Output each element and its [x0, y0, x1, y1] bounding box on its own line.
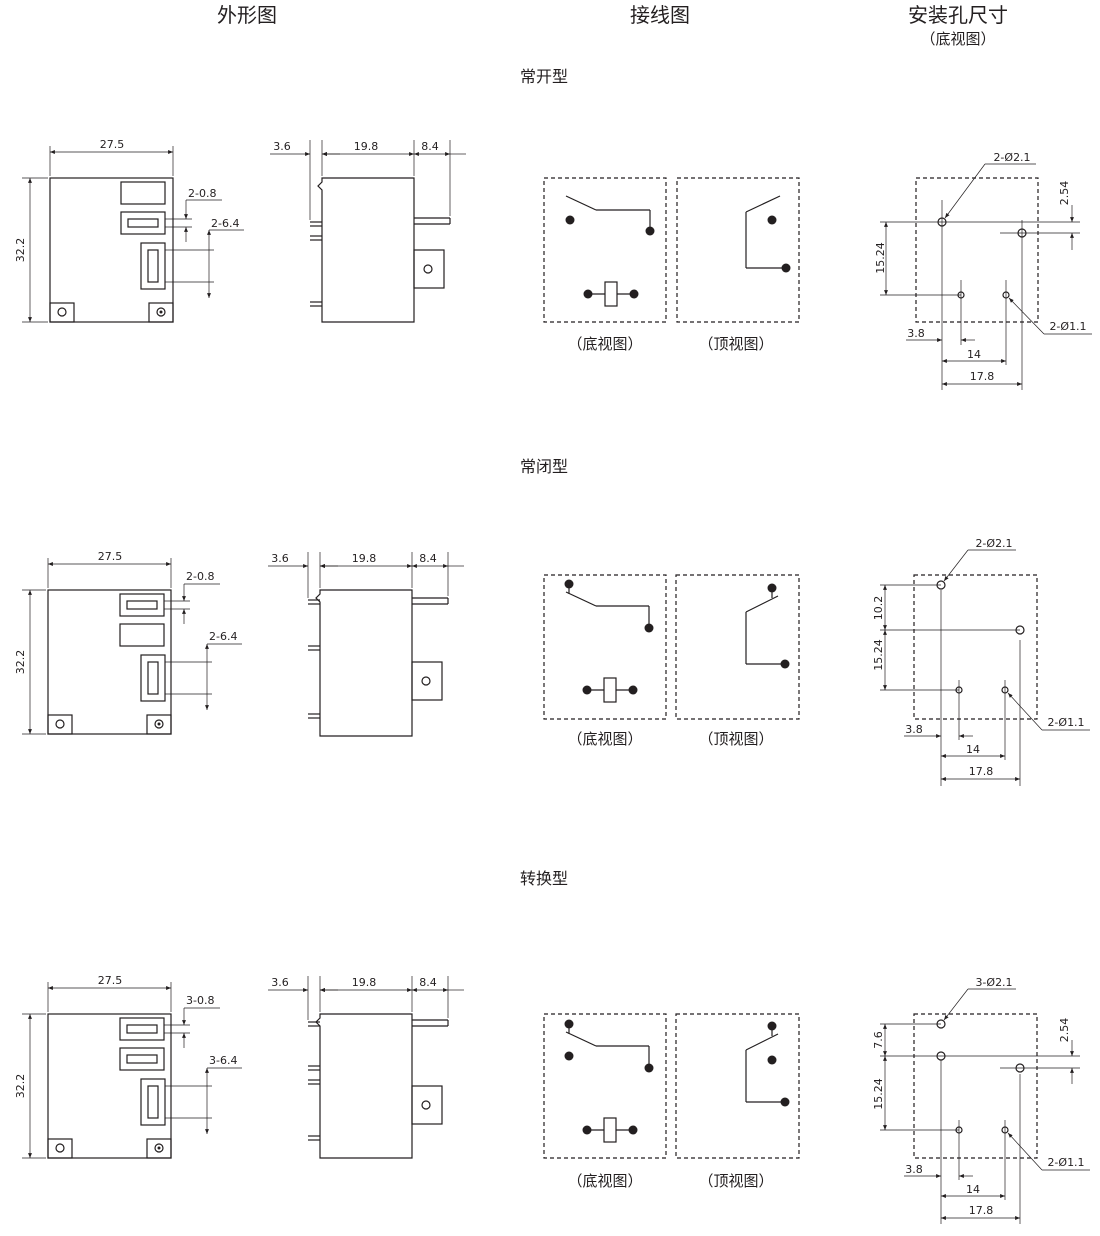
outline-front-view: 27.5 32.2 2-0.8 2-6.4 — [14, 550, 242, 735]
dim-height: 32.2 — [14, 238, 27, 263]
caption-top-view: （顶视图） — [698, 335, 773, 353]
dim-width: 27.5 — [100, 138, 125, 151]
caption-bottom-view: （底视图） — [567, 1172, 642, 1190]
outline-front-view: 27.5 32.2 3-0.8 3-6.4 — [14, 974, 242, 1159]
caption-bottom-view: （底视图） — [567, 730, 642, 748]
outline-front-view: 27.5 32.2 2-0.8 2-6.4 — [14, 138, 244, 323]
dim-v1: 10.2 — [872, 596, 885, 621]
dim-h2: 14 — [966, 1183, 980, 1196]
section-normally-open: 常开型 27.5 32.2 — [14, 67, 1092, 390]
dim-h3: 17.8 — [969, 1204, 994, 1217]
dim-v1: 2.54 — [1058, 181, 1071, 206]
dim-side-c: 8.4 — [419, 976, 437, 989]
dim-side-a: 3.6 — [271, 976, 289, 989]
dim-side-b: 19.8 — [354, 140, 379, 153]
mounting-holes: 10.2 15.24 3.8 14 17.8 2-Ø2.1 2-Ø1.1 — [872, 537, 1090, 786]
dim-slot-large: 2-6.4 — [209, 630, 237, 643]
outline-side-view: 3.6 19.8 8.4 — [270, 140, 466, 323]
dim-height: 32.2 — [14, 650, 27, 675]
header-mounting-sub: （底视图） — [920, 30, 995, 48]
section-title: 常开型 — [520, 67, 568, 86]
header-wiring: 接线图 — [630, 3, 690, 27]
dim-slot-small: 2-0.8 — [186, 570, 214, 583]
wiring-bottom-view: （底视图） — [543, 177, 667, 353]
dim-v2: 15.24 — [872, 639, 885, 671]
dim-width: 27.5 — [98, 550, 123, 563]
caption-bottom-view: （底视图） — [567, 335, 642, 353]
dim-h3: 17.8 — [970, 370, 995, 383]
dim-slot-small: 3-0.8 — [186, 994, 214, 1007]
dim-h1: 3.8 — [905, 723, 923, 736]
dim-slot-small: 2-0.8 — [188, 187, 216, 200]
wiring-top-view: （顶视图） — [675, 574, 800, 748]
dim-h1: 3.8 — [907, 327, 925, 340]
dim-side-a: 3.6 — [273, 140, 291, 153]
dim-v2: 15.24 — [872, 1078, 885, 1110]
wiring-bottom-view: （底视图） — [543, 1013, 667, 1190]
section-title: 常闭型 — [520, 457, 568, 476]
dim-slot-large: 3-6.4 — [209, 1054, 237, 1067]
dim-h3: 17.8 — [969, 765, 994, 778]
mounting-holes: 2.54 15.24 3.8 14 17.8 2-Ø2.1 2-Ø1.1 — [874, 151, 1092, 390]
dim-hole-small: 2-Ø1.1 — [1047, 1156, 1084, 1169]
outline-side-view: 3.6 19.8 8.4 — [268, 552, 464, 737]
dim-hole-small: 2-Ø1.1 — [1049, 320, 1086, 333]
dim-v3: 2.54 — [1058, 1018, 1071, 1043]
dim-hole-big: 2-Ø2.1 — [975, 537, 1012, 550]
caption-top-view: （顶视图） — [698, 1172, 773, 1190]
dim-side-b: 19.8 — [352, 976, 377, 989]
dim-h2: 14 — [967, 348, 981, 361]
section-normally-closed: 常闭型 27.5 32.2 2-0.8 — [14, 457, 1090, 786]
header-mounting: 安装孔尺寸 — [908, 3, 1008, 27]
caption-top-view: （顶视图） — [698, 730, 773, 748]
dim-width: 27.5 — [98, 974, 123, 987]
header-outline: 外形图 — [217, 3, 277, 27]
dim-side-c: 8.4 — [419, 552, 437, 565]
dim-v2: 15.24 — [874, 242, 887, 274]
dim-hole-big: 2-Ø2.1 — [993, 151, 1030, 164]
dim-v1: 7.6 — [872, 1031, 885, 1049]
dim-slot-large: 2-6.4 — [211, 217, 239, 230]
outline-side-view: 3.6 19.8 8.4 — [268, 976, 464, 1159]
section-changeover: 转换型 27.5 32.2 3 — [14, 869, 1090, 1224]
dim-side-a: 3.6 — [271, 552, 289, 565]
wiring-bottom-view: （底视图） — [543, 574, 667, 748]
section-title: 转换型 — [520, 869, 568, 888]
dim-side-c: 8.4 — [421, 140, 439, 153]
wiring-top-view: （顶视图） — [675, 1013, 800, 1190]
dim-side-b: 19.8 — [352, 552, 377, 565]
mounting-holes: 7.6 15.24 2.54 3.8 14 17.8 3-Ø2.1 2-Ø1.1 — [872, 976, 1090, 1224]
wiring-top-view: （顶视图） — [676, 177, 800, 353]
dim-h2: 14 — [966, 743, 980, 756]
dim-height: 32.2 — [14, 1074, 27, 1099]
dim-hole-small: 2-Ø1.1 — [1047, 716, 1084, 729]
dim-hole-big: 3-Ø2.1 — [975, 976, 1012, 989]
dim-h1: 3.8 — [905, 1163, 923, 1176]
